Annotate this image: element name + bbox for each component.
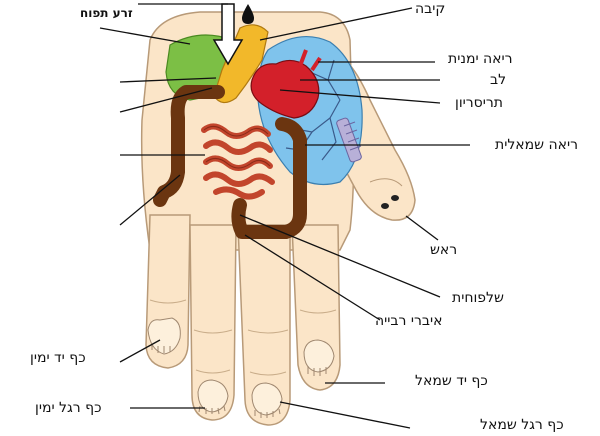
label-right-lung: ריאה ימנית (448, 51, 513, 67)
label-reproductive: איברי רבייה (375, 313, 443, 329)
label-left-foot: כף רגל שמאל (480, 417, 564, 433)
label-heart: לב (490, 72, 507, 88)
label-left-lung: ריאה שמאלית (495, 137, 579, 153)
fingertip-foot-right (197, 379, 229, 415)
fingertip-hand-right (147, 317, 181, 355)
label-bladder: שלפוחית (452, 290, 504, 306)
head-on-thumb (369, 178, 403, 209)
leader-lines (99, 3, 470, 429)
label-seed: זרע תפוח (80, 6, 133, 20)
label-duodenum: תריסריון (455, 95, 503, 111)
label-left-hand: כף יד שמאל (415, 373, 488, 389)
fingertip-foot-left (251, 382, 283, 418)
heart (250, 59, 320, 119)
gallbladder (213, 24, 269, 104)
finger-middle (237, 224, 291, 426)
trachea (336, 117, 362, 163)
fingertip-hand-left (303, 339, 335, 376)
label-right-foot: כף רגל ימין (35, 400, 102, 416)
label-right-hand: כף יד ימין (30, 350, 86, 366)
label-head: ראש (430, 242, 458, 258)
label-stomach: קיבה (415, 1, 446, 17)
seed-arrow (212, 3, 244, 66)
seed-drop (242, 4, 254, 24)
